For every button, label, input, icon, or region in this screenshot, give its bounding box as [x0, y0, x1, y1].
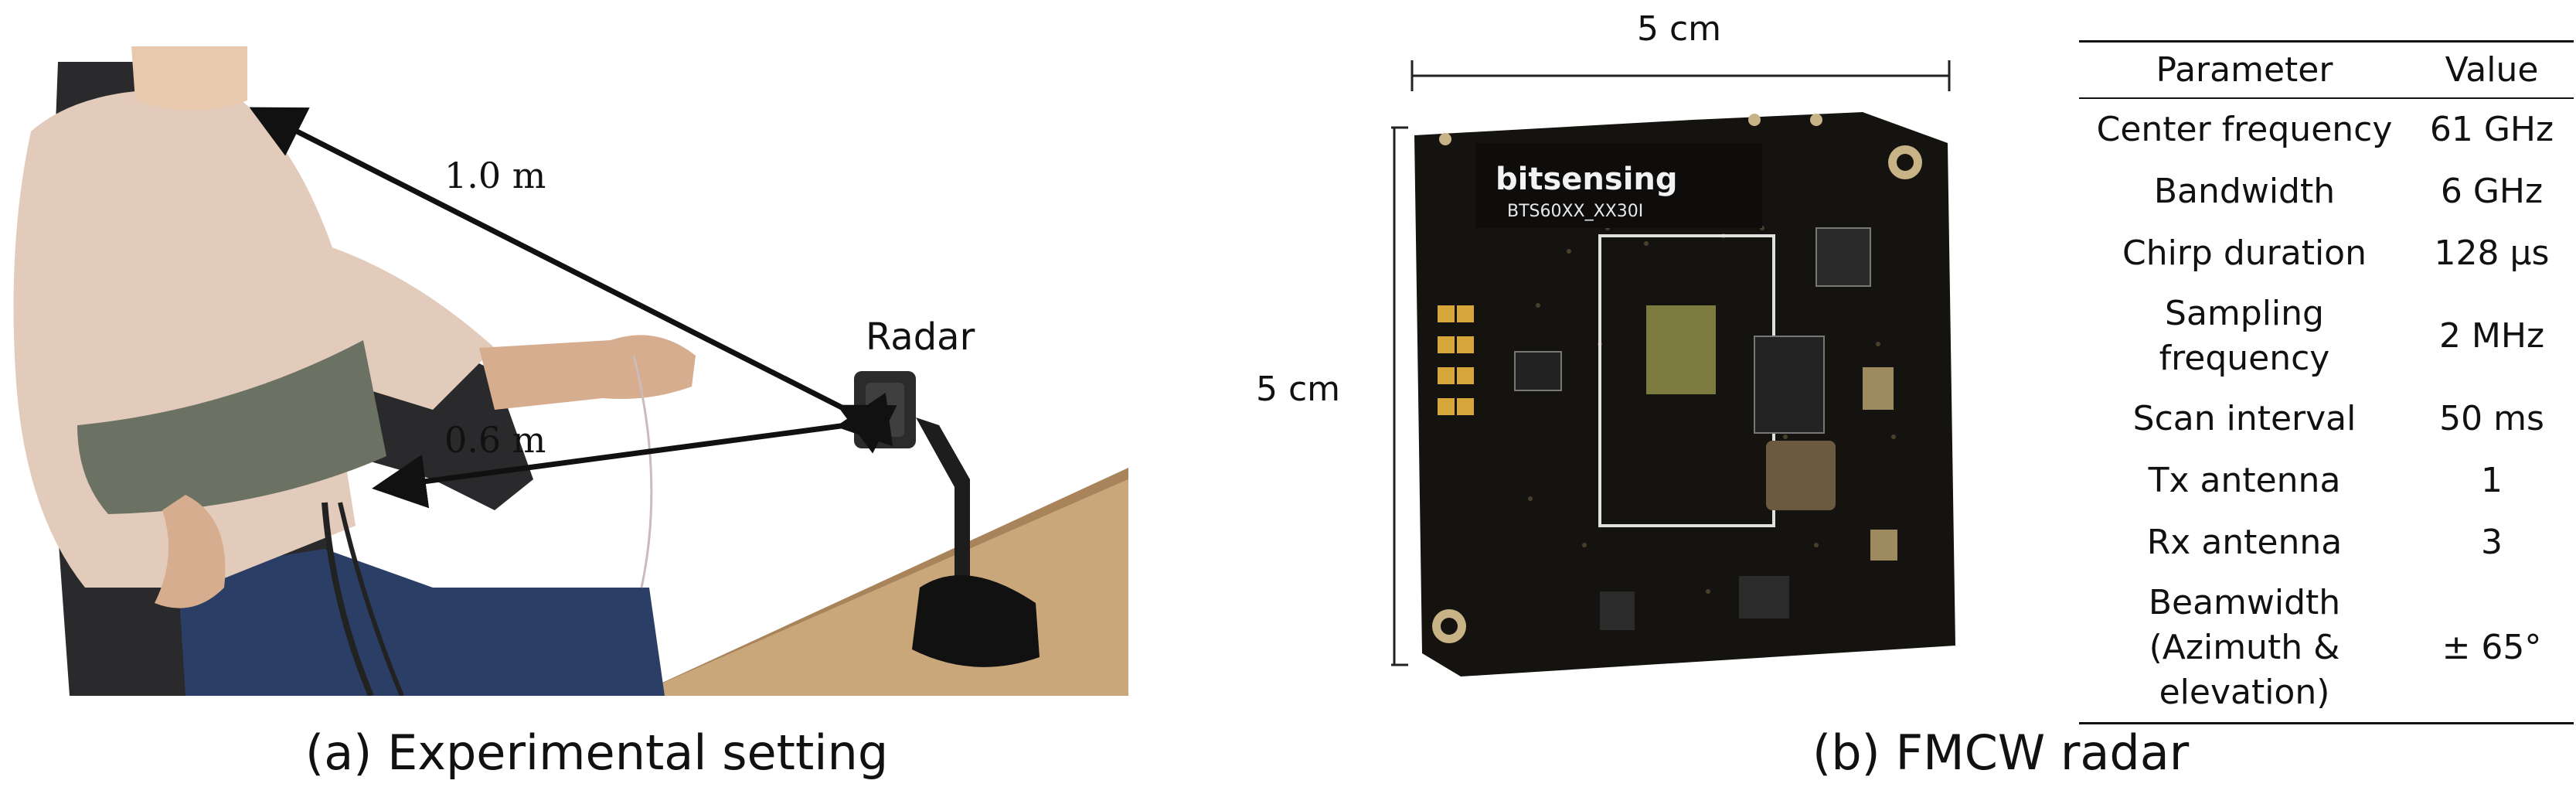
param-value: 2 MHz	[2438, 316, 2545, 356]
param-name: Tx antenna	[2148, 461, 2341, 500]
arrow-far	[249, 107, 897, 454]
table-row: Tx antenna 1	[2079, 450, 2574, 512]
param-value: 6 GHz	[2440, 172, 2544, 211]
caption-panel-a: (a) Experimental setting	[305, 724, 889, 781]
radar-board-illustration: bitsensing BTS60XX_XX30I	[1414, 112, 1955, 676]
width-dimension-label: 5 cm	[1637, 9, 1722, 49]
table-row: Scan interval 50 ms	[2079, 388, 2574, 450]
param-value: 3	[2481, 523, 2503, 562]
table-header-row: Parameter Value	[2079, 40, 2574, 99]
param-name: Center frequency	[2096, 110, 2393, 149]
param-name: Rx antenna	[2146, 523, 2343, 562]
experimental-setting-photo	[0, 46, 1128, 697]
experimental-setting-illustration	[13, 46, 1128, 697]
table-header-parameter: Parameter	[2079, 40, 2410, 99]
distance-near-label: 0.6 m	[444, 419, 546, 461]
board-model-text: BTS60XX_XX30I	[1507, 202, 1643, 221]
caption-panel-b: (b) FMCW radar	[1812, 724, 2190, 781]
distance-far-label: 1.0 m	[444, 155, 546, 196]
param-name: Sampling frequency	[2159, 294, 2330, 378]
param-value: 50 ms	[2439, 399, 2544, 438]
param-name: Scan interval	[2132, 399, 2357, 438]
table-row: Center frequency 61 GHz	[2079, 98, 2574, 161]
radar-label: Radar	[866, 315, 975, 359]
dimension-lines	[1391, 60, 1951, 666]
param-name: Beamwidth (Azimuth & elevation)	[2079, 574, 2410, 724]
param-value: 61 GHz	[2429, 110, 2554, 149]
table-row: Beamwidth (Azimuth & elevation) ± 65°	[2079, 574, 2574, 724]
radar-parameter-table: Parameter Value Center frequency 61 GHz …	[2079, 40, 2574, 724]
table-row: Sampling frequency 2 MHz	[2079, 285, 2574, 388]
height-dimension-label: 5 cm	[1256, 370, 1341, 409]
param-value: 128 µs	[2434, 233, 2550, 273]
table-row: Bandwidth 6 GHz	[2079, 161, 2574, 223]
table-row: Chirp duration 128 µs	[2079, 223, 2574, 285]
arrow-near	[372, 392, 893, 509]
param-value: ± 65°	[2410, 574, 2574, 724]
param-name: Bandwidth	[2153, 172, 2336, 211]
table-row: Rx antenna 3	[2079, 512, 2574, 574]
radar-board-photo: bitsensing BTS60XX_XX30I	[1414, 112, 1955, 676]
table-header-value: Value	[2410, 40, 2574, 99]
param-value: 1	[2481, 461, 2503, 500]
param-name: Chirp duration	[2122, 233, 2367, 273]
board-brand-text: bitsensing	[1496, 162, 1678, 197]
